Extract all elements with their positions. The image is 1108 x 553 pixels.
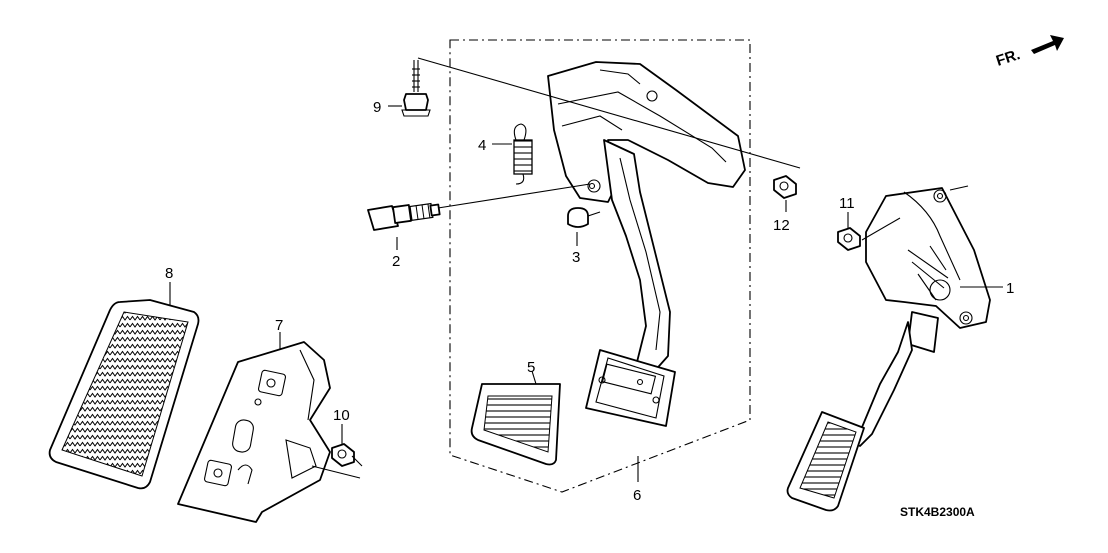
- part-8-accelerator-pedal-pad: [48, 299, 200, 490]
- part-4-return-spring: [513, 123, 533, 185]
- callout-8: 8: [165, 265, 173, 282]
- callout-1: 1: [1006, 280, 1014, 297]
- callout-12: 12: [773, 217, 790, 234]
- callout-9: 9: [373, 99, 381, 116]
- part-10-flange-nut: [331, 443, 355, 467]
- part-3-pedal-stopper: [567, 207, 601, 228]
- callout-4: 4: [478, 137, 486, 154]
- callout-10: 10: [333, 407, 350, 424]
- callout-11: 11: [839, 195, 855, 212]
- part-7-accelerator-pedal-base: [177, 341, 331, 523]
- part-12-flange-nut: [773, 175, 797, 199]
- callout-7: 7: [275, 317, 283, 334]
- part-9-flange-bolt: [401, 60, 431, 117]
- direction-label: FR.: [994, 46, 1022, 70]
- callout-3: 3: [572, 249, 580, 266]
- front-arrow-icon: [1031, 35, 1064, 54]
- part-11-flange-nut: [837, 227, 861, 251]
- part-1-accelerator-pedal-module: [786, 187, 991, 512]
- brake-pedal-assembly: [547, 61, 746, 427]
- front-direction-indicator: FR.: [994, 35, 1064, 70]
- callout-labels: 1 2 3 4 5 6 7 8 9 10 11 12: [165, 99, 1014, 504]
- part-2-stop-switch: [367, 202, 441, 231]
- part-5-brake-pedal-pad: [470, 383, 561, 466]
- diagram-code: STK4B2300A: [900, 505, 975, 519]
- callout-6: 6: [633, 487, 641, 504]
- callout-2: 2: [392, 253, 400, 270]
- brake-pedal-assembly-outline: [449, 39, 751, 493]
- leader-lines: [169, 57, 1003, 482]
- callout-5: 5: [527, 359, 535, 376]
